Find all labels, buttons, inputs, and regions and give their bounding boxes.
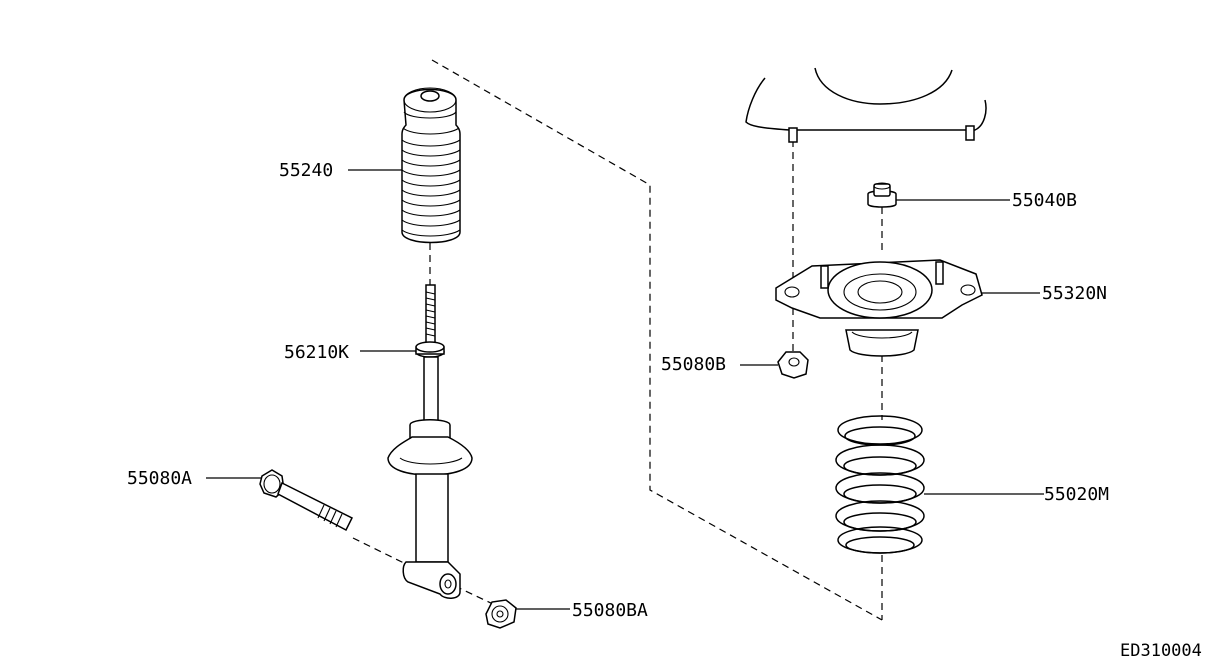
coil-spring-part: [835, 415, 925, 554]
lower-nut-part: [485, 599, 517, 629]
diagram-reference-code: ED310004: [1120, 641, 1202, 661]
mounting-nut-part: [777, 351, 809, 379]
part-label-strut-kit: 56210K: [284, 342, 349, 363]
lower-bolt-part: [259, 469, 354, 532]
part-label-coil-spring: 55020M: [1044, 484, 1109, 505]
vehicle-body-reference: [745, 67, 987, 143]
bound-bumper-part: [401, 87, 461, 244]
part-labels: 55240 56210K 55080A 55080BA 55040B 55320…: [127, 160, 1109, 621]
part-label-lower-nut: 55080BA: [572, 600, 648, 621]
assembly-guide-lines: [352, 59, 883, 621]
part-label-upper-nut: 55040B: [1012, 190, 1077, 211]
upper-nut-part: [867, 182, 897, 208]
part-label-lower-bolt: 55080A: [127, 468, 192, 489]
part-label-bound-bumper: 55240: [279, 160, 333, 181]
part-label-mount-nut: 55080B: [661, 354, 726, 375]
leader-lines: [206, 169, 1044, 610]
mounting-insulator-part: [775, 259, 983, 357]
shock-absorber-part: [387, 284, 473, 599]
part-label-mount-insulator: 55320N: [1042, 283, 1107, 304]
